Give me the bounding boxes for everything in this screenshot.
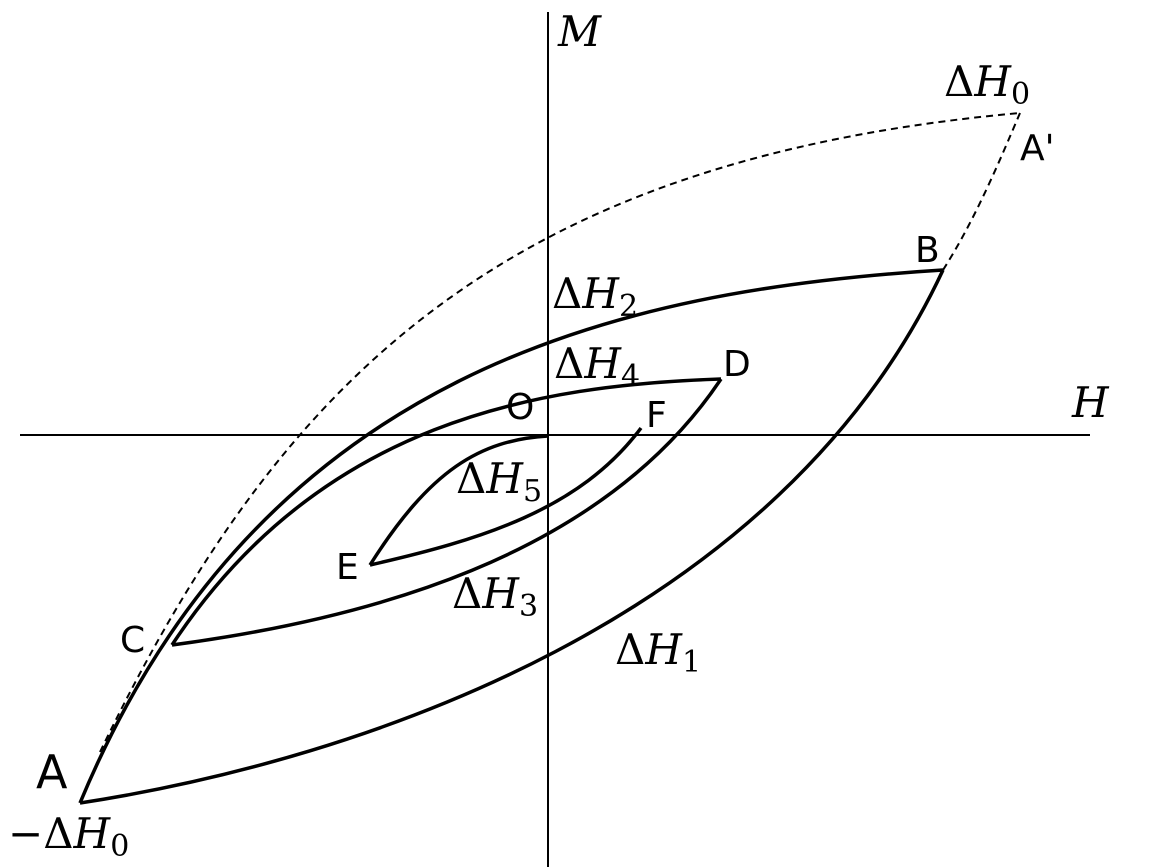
outer-upper-branch-dashed bbox=[99, 112, 1021, 753]
point-label-o: O bbox=[506, 387, 534, 428]
branch-d-to-c bbox=[170, 377, 722, 646]
point-label-e: E bbox=[336, 547, 359, 588]
point-label-d: D bbox=[723, 344, 751, 385]
label-delta-h5: ΔH5 bbox=[456, 454, 542, 509]
h-axis-label: H bbox=[1071, 378, 1110, 427]
branch-e-to-f bbox=[369, 426, 643, 567]
point-label-a: A bbox=[36, 745, 68, 799]
label-delta-h0-pos: ΔH0 bbox=[944, 57, 1030, 112]
label-delta-h2: ΔH2 bbox=[552, 269, 638, 324]
label-delta-h1: ΔH1 bbox=[615, 625, 701, 680]
branch-b-to-a bbox=[78, 268, 944, 804]
m-axis-label: M bbox=[557, 7, 602, 56]
dashed-a-prime-to-b bbox=[942, 112, 1021, 271]
branch-o-to-e bbox=[368, 434, 549, 566]
point-label-c: C bbox=[120, 620, 145, 661]
point-label-b: B bbox=[915, 230, 940, 271]
point-label-f: F bbox=[646, 395, 667, 436]
label-delta-h3: ΔH3 bbox=[452, 569, 538, 624]
point-label-a-prime: A' bbox=[1020, 128, 1055, 169]
branch-a-to-b bbox=[79, 269, 945, 805]
branch-c-to-d bbox=[171, 378, 723, 647]
label-delta-h4: ΔH4 bbox=[554, 339, 640, 394]
label-delta-h0-neg: −ΔH0 bbox=[8, 809, 129, 864]
